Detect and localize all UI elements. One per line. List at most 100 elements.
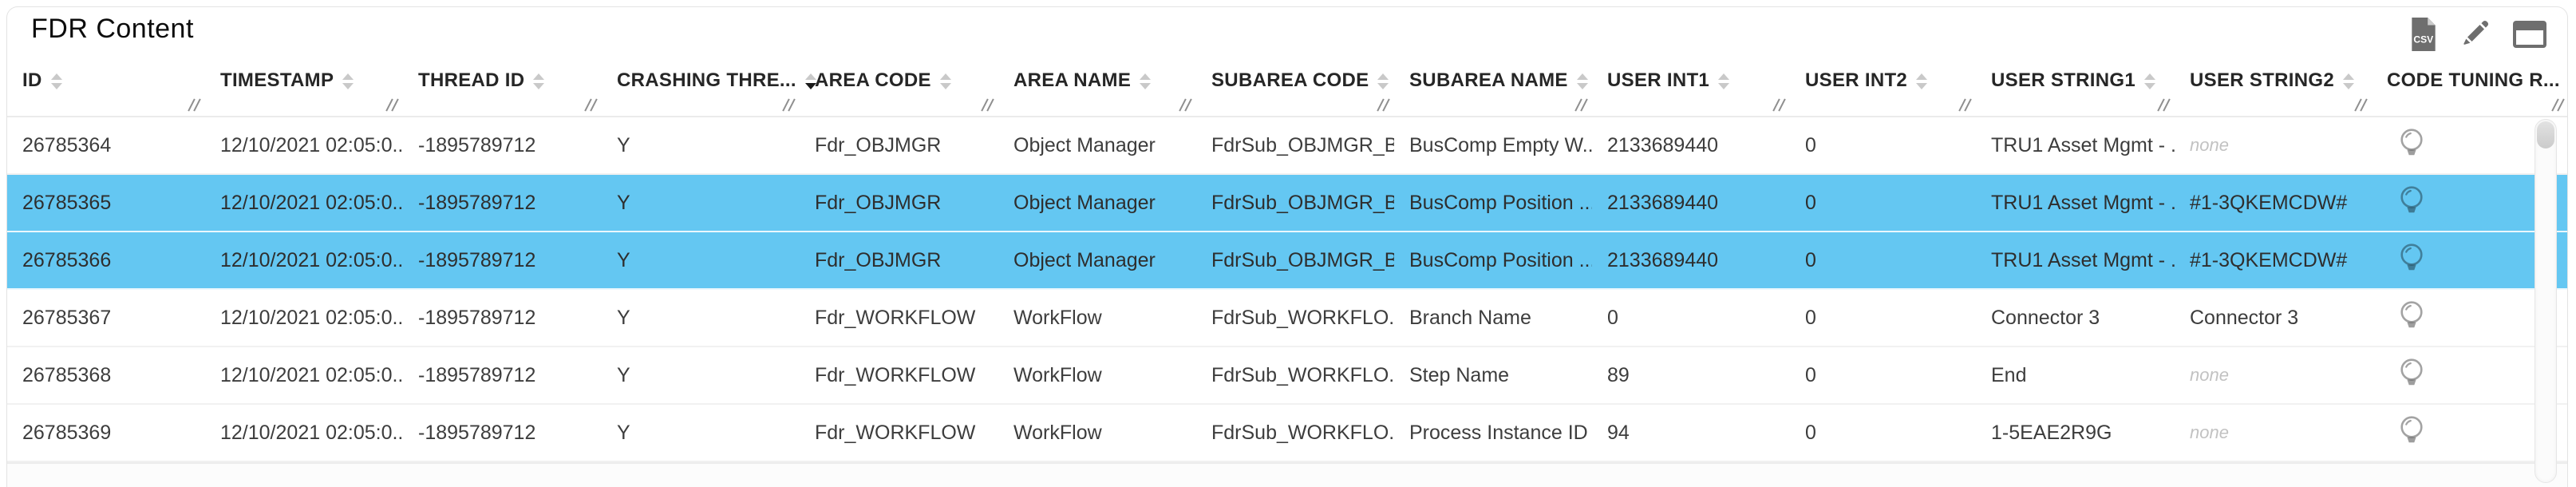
sort-desc-arrow-icon [2143,83,2155,89]
sort-icon[interactable] [342,73,354,89]
lightbulb-icon[interactable] [2397,357,2426,394]
column-resize-handle[interactable] [781,98,797,112]
fdr-content-panel: FDR Content CSV [6,6,2568,487]
lightbulb-icon[interactable] [2397,414,2426,451]
column-resize-handle[interactable] [385,98,401,112]
cell-user-int1: 0 [1607,306,1618,329]
sort-asc-arrow-icon [2143,73,2155,80]
sort-asc-arrow-icon [2342,73,2354,80]
scrollbar-thumb[interactable] [2537,121,2554,148]
cell-user-int2: 0 [1805,421,1816,444]
sort-icon[interactable] [939,73,951,89]
sort-icon[interactable] [2143,73,2155,89]
column-header-area-name[interactable]: AREA NAME [998,53,1196,116]
sort-icon[interactable] [1576,73,1588,89]
cell-timestamp: 12/10/2021 02:05:0... [220,421,403,444]
cell-id: 26785366 [22,248,112,271]
cell-user-int2: 0 [1805,133,1816,156]
column-header-user-int2[interactable]: USER INT2 [1790,53,1976,116]
column-header-label: USER INT2 [1805,69,1908,91]
column-resize-handle[interactable] [1958,98,1973,112]
sort-icon[interactable] [1718,73,1730,89]
cell-user-string1: TRU1 Asset Mgmt - ... [1991,191,2175,214]
cell-subarea-name: BusComp Position ... [1409,248,1592,271]
sort-icon[interactable] [50,73,62,89]
column-header-code-tuning-r[interactable]: CODE TUNING R... [2372,53,2567,116]
cell-thread-id: -1895789712 [418,248,536,271]
sort-icon[interactable] [1916,73,1928,89]
column-resize-handle[interactable] [2550,98,2566,112]
column-resize-handle[interactable] [2353,98,2369,112]
sort-desc-arrow-icon [1140,83,1152,89]
column-resize-handle[interactable] [187,98,203,112]
cell-code-tuning-r [2372,357,2567,394]
column-header-area-code[interactable]: AREA CODE [800,53,998,116]
cell-code-tuning-r [2372,414,2567,451]
column-resize-handle[interactable] [1178,98,1194,112]
cell-area-name: WorkFlow [1013,421,1102,444]
cell-code-tuning-r [2372,242,2567,279]
export-csv-icon[interactable]: CSV [2409,17,2438,52]
column-header-thread-id[interactable]: THREAD ID [403,53,602,116]
sort-icon[interactable] [2342,73,2354,89]
column-resize-handle[interactable] [1376,98,1392,112]
window-icon[interactable] [2511,18,2548,50]
column-header-user-string1[interactable]: USER STRING1 [1976,53,2175,116]
column-header-crashing-thre[interactable]: CRASHING THRE... [602,53,816,116]
column-header-subarea-name[interactable]: SUBAREA NAME [1394,53,1592,116]
column-header-label: CODE TUNING R... [2387,69,2560,91]
column-header-label: THREAD ID [418,69,525,91]
cell-thread-id: -1895789712 [418,306,536,329]
column-resize-handle[interactable] [980,98,996,112]
cell-user-string2: Connector 3 [2190,306,2299,329]
cell-thread-id: -1895789712 [418,133,536,156]
cell-timestamp: 12/10/2021 02:05:0... [220,363,403,386]
column-header-user-string2[interactable]: USER STRING2 [2175,53,2372,116]
sort-icon[interactable] [1140,73,1152,89]
sort-asc-arrow-icon [804,73,816,80]
column-header-id[interactable]: ID [7,53,205,116]
column-resize-handle[interactable] [1574,98,1590,112]
sort-icon[interactable] [804,73,816,89]
column-resize-handle[interactable] [2156,98,2172,112]
cell-user-int2: 0 [1805,248,1816,271]
edit-icon[interactable] [2457,17,2492,52]
vertical-scrollbar[interactable] [2535,119,2557,483]
cell-user-int1: 2133689440 [1607,133,1719,156]
sort-desc-arrow-icon [2342,83,2354,89]
lightbulb-icon[interactable] [2397,242,2426,279]
lightbulb-icon[interactable] [2397,184,2426,221]
sort-icon[interactable] [533,73,545,89]
cell-crashing-thre: Y [617,363,630,386]
cell-user-int1: 2133689440 [1607,191,1719,214]
sort-desc-arrow-icon [1718,83,1730,89]
lightbulb-icon[interactable] [2397,299,2426,336]
cell-user-int1: 94 [1607,421,1630,444]
sort-icon[interactable] [1377,73,1389,89]
column-header-timestamp[interactable]: TIMESTAMP [205,53,403,116]
cell-user-string1: End [1991,363,2027,386]
cell-subarea-code: FdrSub_OBJMGR_B... [1211,248,1394,271]
cell-id: 26785365 [22,191,112,214]
sort-desc-arrow-icon [939,83,951,89]
column-resize-handle[interactable] [583,98,599,112]
cell-subarea-name: Branch Name [1409,306,1531,329]
sort-asc-arrow-icon [1140,73,1152,80]
sort-desc-arrow-icon [1377,83,1389,89]
column-header-label: AREA NAME [1013,69,1132,91]
cell-area-code: Fdr_OBJMGR [815,133,942,156]
sort-asc-arrow-icon [1377,73,1389,80]
column-resize-handle[interactable] [1772,98,1788,112]
lightbulb-icon[interactable] [2397,127,2426,164]
column-header-user-int1[interactable]: USER INT1 [1592,53,1790,116]
column-header-subarea-code[interactable]: SUBAREA CODE [1196,53,1394,116]
column-header-label: SUBAREA CODE [1211,69,1369,91]
